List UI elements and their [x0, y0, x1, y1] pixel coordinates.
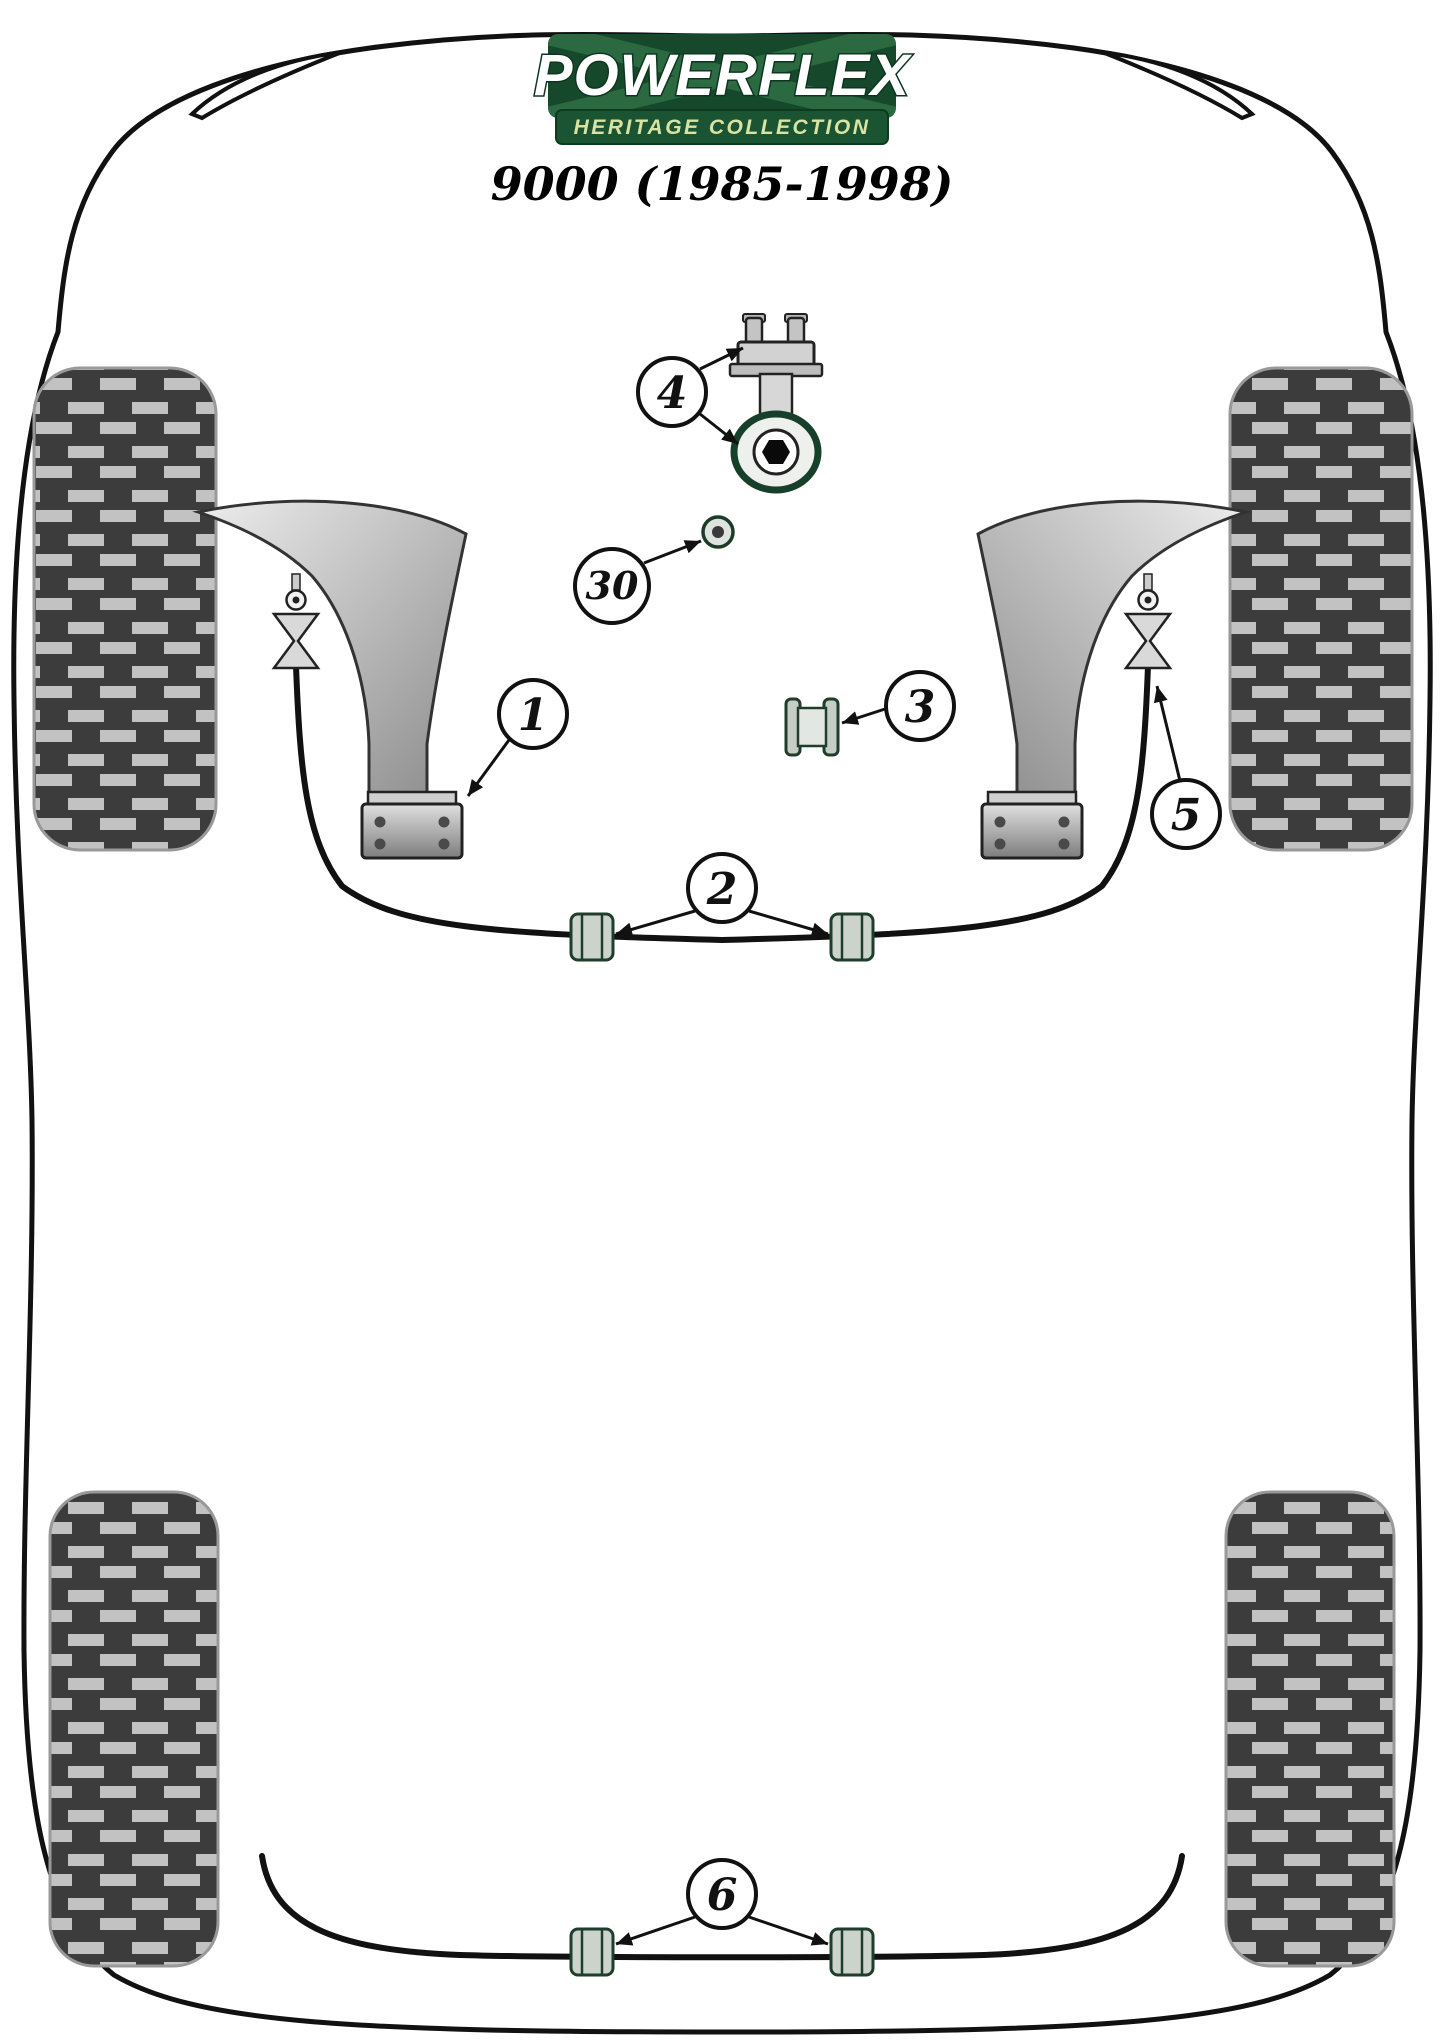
callout-4[interactable]: 4	[636, 356, 708, 428]
tire-rear-right	[1224, 1490, 1396, 1968]
logo-banner	[555, 109, 889, 145]
callout-2-arrow-b	[748, 909, 829, 937]
callout-2-arrow-a	[615, 909, 696, 937]
part-2-bush-left	[569, 912, 615, 962]
front-lower-arm-left	[192, 499, 468, 860]
callout-4-label: 4	[657, 368, 688, 419]
ball-joint	[285, 573, 307, 611]
hood-vent-left-icon	[188, 50, 343, 121]
callout-30-arrow	[643, 539, 702, 565]
diagram-title: 9000 (1985-1998)	[491, 157, 954, 211]
powerflex-logo: POWERFLEX HERITAGE COLLECTION	[532, 34, 913, 145]
callout-6-arrow-a	[615, 1915, 696, 1946]
lower-arm-body	[192, 499, 468, 802]
hood-vent-right-icon	[1101, 50, 1256, 121]
tire-front-left	[32, 366, 218, 852]
callout-6-arrow-b	[748, 1915, 829, 1946]
arm-rear-bush-clamp	[360, 790, 464, 860]
callout-1[interactable]: 1	[497, 678, 569, 750]
callout-3-label: 3	[905, 682, 936, 733]
callout-1-arrow	[466, 739, 511, 797]
part-4-engine-mount	[728, 313, 824, 494]
part-30-bush	[701, 515, 735, 549]
drop-link-bush	[271, 612, 321, 670]
callout-4-arrow-b	[699, 412, 739, 446]
callout-6-label: 6	[707, 1870, 738, 1921]
callout-3-arrow	[841, 707, 886, 725]
rear-anti-roll-bar	[259, 1853, 1185, 1961]
callout-2[interactable]: 2	[686, 852, 758, 924]
part-2-bush-right	[829, 912, 875, 962]
callout-30[interactable]: 30	[573, 547, 651, 625]
callout-3[interactable]: 3	[884, 670, 956, 742]
callout-4-arrow-a	[699, 346, 744, 371]
callout-5-arrow	[1153, 685, 1182, 782]
callout-1-label: 1	[518, 690, 549, 741]
car-body-outline	[11, 31, 1433, 2035]
part-3-bush	[784, 697, 840, 757]
callout-5[interactable]: 5	[1150, 778, 1222, 850]
logo-brand-text: POWERFLEX	[534, 43, 913, 108]
callout-5-label: 5	[1171, 790, 1202, 841]
front-anti-roll-bar	[293, 663, 1151, 944]
callout-30-label: 30	[586, 563, 639, 608]
tire-front-right	[1228, 366, 1414, 852]
tire-rear-left	[48, 1490, 220, 1968]
callout-2-label: 2	[706, 864, 738, 915]
hex-nut-icon	[762, 440, 790, 464]
logo-subtitle-text: HERITAGE COLLECTION	[574, 116, 871, 139]
part-6-bush-right	[829, 1927, 875, 1977]
part-6-bush-left	[569, 1927, 615, 1977]
callout-6[interactable]: 6	[686, 1858, 758, 1930]
